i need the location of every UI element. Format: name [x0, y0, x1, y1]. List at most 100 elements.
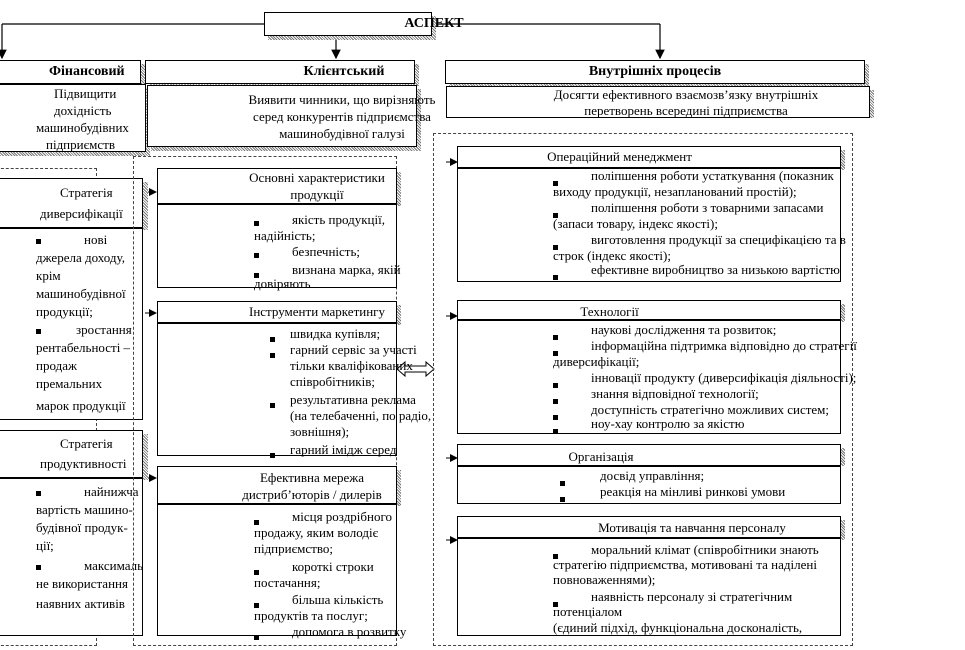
client-goal-line-1: Виявити чинники, що вирізняють [248, 92, 436, 107]
productivity-title-box [0, 430, 143, 478]
diversification-title-1: Стратегія [60, 185, 113, 200]
productivity-title-2: продуктивності [40, 456, 127, 471]
client-block1-bullets-box [157, 204, 397, 288]
div-bullet-3: крім [36, 268, 61, 283]
div-bullet-8: продаж [36, 358, 77, 373]
bullet-marker [254, 272, 259, 278]
prod-bullet-4: ції; [36, 538, 54, 553]
i4-bullet-2: стратегію підприємства, мотивовані та на… [553, 557, 817, 572]
i3-bullet-2: реакція на мінливі ринкові умови [600, 484, 786, 499]
bullet-marker [270, 402, 275, 408]
i2-bullet-4: інновації продукту (диверсифікація діяль… [591, 370, 857, 385]
client-block1-title-1: Основні характеристики [249, 170, 385, 185]
c3-bullet-8: допомога в розвитку [292, 624, 407, 639]
internal-block1-bullets-box [457, 168, 841, 282]
c2-bullet-7: зовнішня); [290, 424, 350, 439]
i2-bullet-3: диверсифікації; [553, 354, 640, 369]
prod-bullet-2: вартість машино- [36, 502, 133, 517]
bullet-marker [254, 252, 259, 258]
client-header-box [145, 60, 415, 84]
prod-bullet-1: найнижча [84, 484, 139, 499]
bullet-marker [553, 601, 558, 607]
c2-bullet-4: співробітників; [290, 374, 375, 389]
c1-bullet-4: визнана марка, якій [292, 262, 401, 277]
internal-goal-line-1: Досягти ефективного взаємозв’язку внутрі… [553, 87, 819, 102]
bullet-marker [254, 220, 259, 226]
c3-bullet-6: більша кількість [292, 592, 384, 607]
double-arrow-right [396, 360, 435, 378]
c1-bullet-3: безпечність; [292, 244, 361, 259]
aspect-box [264, 12, 432, 36]
client-block3-title-1: Ефективна мережа [259, 470, 365, 485]
bullet-marker [254, 569, 259, 575]
div-bullet-4: машинобудівної [36, 286, 126, 301]
c3-bullet-3: підприємство; [254, 541, 334, 556]
internal-block2-title: Технології [580, 304, 639, 319]
internal-block3-title-box [457, 444, 841, 466]
financial-goal-box [0, 84, 146, 152]
internal-goal-box [446, 86, 870, 118]
bullet-marker [553, 350, 558, 356]
c2-bullet-5: результативна реклама [290, 392, 416, 407]
i2-bullet-7: ноу-хау контролю за якістю [591, 416, 745, 431]
client-block1-title-2: продукції [290, 187, 344, 202]
bullet-marker [553, 334, 558, 340]
bullet-marker [553, 414, 558, 420]
i1-bullet-1: поліпшення роботи устаткування (показник [591, 168, 834, 183]
bullet-marker [254, 602, 259, 608]
prod-bullet-3: будівної продук- [36, 520, 128, 535]
client-header: Клієнтський [303, 64, 385, 79]
bullet-marker [254, 519, 259, 525]
i1-bullet-5: виготовлення продукції за специфікацією … [591, 232, 846, 247]
i4-bullet-1: моральний клімат (співробітники знають [591, 542, 819, 557]
bullet-marker [36, 490, 41, 496]
financial-header: Фінансовий [49, 64, 125, 79]
client-block2-title-box [157, 301, 397, 323]
internal-block4-bullets-box [457, 538, 841, 636]
internal-block1-title: Операційний менеджмент [547, 149, 692, 164]
productivity-title-1: Стратегія [60, 436, 113, 451]
c1-bullet-5: довіряють [254, 276, 311, 291]
internal-block3-bullets-box [457, 466, 841, 504]
internal-block4-title-box [457, 516, 841, 538]
c3-bullet-4: короткі строки [292, 559, 374, 574]
div-bullet-6: зростання [76, 322, 132, 337]
c1-bullet-1: якість продукції, [292, 212, 385, 227]
client-goal-line-3: машинобудівної галузі [279, 126, 405, 141]
bullet-marker [254, 634, 259, 640]
bullet-marker [553, 398, 558, 404]
bullet-marker [36, 328, 41, 334]
prod-bullet-6: не використання [36, 576, 128, 591]
internal-block4-title: Мотивація та навчання персоналу [598, 520, 786, 535]
internal-header: Внутрішніх процесів [588, 64, 722, 79]
bullet-marker [36, 238, 41, 244]
bullet-marker [553, 428, 558, 434]
i1-bullet-2: виходу продукції, незапланований простій… [553, 184, 797, 199]
diversification-title-2: диверсифікації [40, 206, 123, 221]
prod-bullet-7: наявних активів [36, 596, 125, 611]
i1-bullet-4: (запаси товару, індекс якості); [553, 216, 718, 231]
client-block3-title-2: дистриб’юторів / дилерів [242, 487, 382, 502]
client-block2-title: Інструменти маркетингу [249, 304, 385, 319]
diversification-bullets-box [0, 228, 143, 420]
div-bullet-7: рентабельності – [36, 340, 131, 355]
bullet-marker [270, 336, 275, 342]
i2-bullet-1: наукові дослідження та розвиток; [591, 322, 777, 337]
i4-bullet-5: потенціалом [553, 604, 623, 619]
client-block3-title-box [157, 466, 397, 504]
internal-block1-title-box [457, 146, 841, 168]
financial-goal-line-4: підприємств [46, 137, 115, 152]
client-block2-bullets-box [157, 323, 397, 456]
client-block3-bullets-box [157, 504, 397, 636]
c2-bullet-3: тільки кваліфікованих [290, 358, 413, 373]
div-bullet-1: нові [84, 232, 108, 247]
c3-bullet-2: продажу, яким володіє [254, 525, 379, 540]
client-goal-box [147, 85, 417, 147]
c3-bullet-1: місця роздрібного [292, 509, 393, 524]
bullet-marker [270, 352, 275, 358]
i2-bullet-6: доступність стратегічно можливих систем; [591, 402, 830, 417]
bullet-marker [553, 382, 558, 388]
div-bullet-9: премальних [36, 376, 103, 391]
i1-bullet-7: ефективне виробництво за низькою вартіст… [591, 262, 840, 277]
internal-block2-bullets-box [457, 320, 841, 434]
